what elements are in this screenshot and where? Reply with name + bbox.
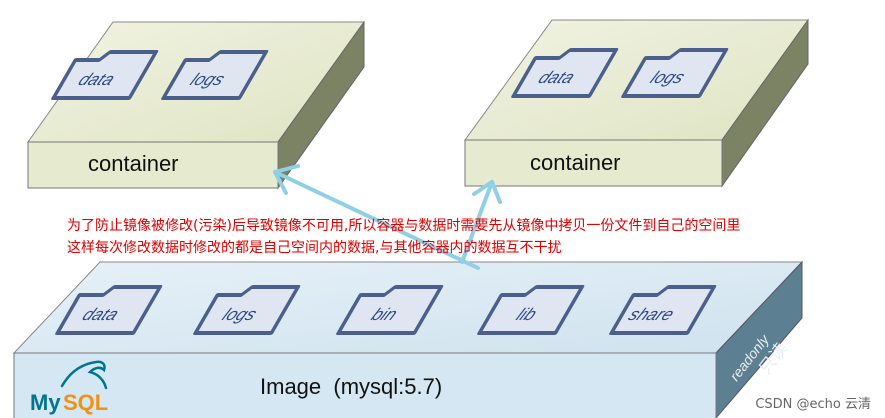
folder-label: logs <box>219 304 261 323</box>
folder-data: data <box>511 48 619 98</box>
folder-label: bin <box>368 304 402 323</box>
folder-data: data <box>55 285 163 335</box>
folder-logs: logs <box>161 50 269 100</box>
folder-label: data <box>535 67 579 86</box>
mysql-logo: My SQL <box>30 360 108 415</box>
folder-share: share <box>609 285 717 335</box>
folder-label: logs <box>647 67 689 86</box>
arrow-line <box>273 170 480 270</box>
folder-logs: logs <box>193 285 301 335</box>
container-2-front-face <box>464 139 723 187</box>
folder-icon <box>55 285 163 335</box>
container-1-front-face <box>27 141 279 189</box>
folder-bin: bin <box>336 285 444 335</box>
copy-arrow-1 <box>273 164 480 270</box>
folder-lib: lib <box>477 285 585 335</box>
folder-icon <box>193 285 301 335</box>
folder-label: share <box>625 304 679 323</box>
folder-label: data <box>79 304 123 323</box>
image-front-face <box>13 352 717 418</box>
folder-logs: logs <box>621 48 729 98</box>
folder-data: data <box>51 50 159 100</box>
arrow-head <box>273 164 300 195</box>
copy-arrow-2 <box>460 180 502 264</box>
folder-icon <box>609 285 717 335</box>
container-box-1: container <box>27 20 365 190</box>
folder-icon <box>477 285 585 335</box>
folder-icon <box>336 285 444 335</box>
container-1-label: container <box>88 151 179 176</box>
folder-label: data <box>75 69 119 88</box>
folder-icon <box>511 48 619 98</box>
folder-icon <box>161 50 269 100</box>
folder-icon <box>51 50 159 100</box>
dolphin-icon <box>60 360 108 390</box>
folder-label: logs <box>187 69 229 88</box>
container-box-2: container <box>464 18 809 188</box>
container-2-label: container <box>530 150 621 175</box>
caption-line-1: 为了防止镜像被修改(污染)后导致镜像不可用,所以容器与数据时需要先从镜像中拷贝一… <box>67 218 741 234</box>
folder-icon <box>621 48 729 98</box>
image-label: Image (mysql:5.7) <box>260 374 442 399</box>
arrow-head <box>472 180 502 204</box>
arrow-line <box>460 180 494 264</box>
watermark: CSDN @echo 云清 <box>755 397 871 412</box>
svg-text:SQL: SQL <box>63 390 108 415</box>
caption-line-2: 这样每次修改数据时修改的都是自己空间内的数据,与其他容器内的数据互不干扰 <box>67 240 562 256</box>
svg-text:My: My <box>30 390 61 415</box>
